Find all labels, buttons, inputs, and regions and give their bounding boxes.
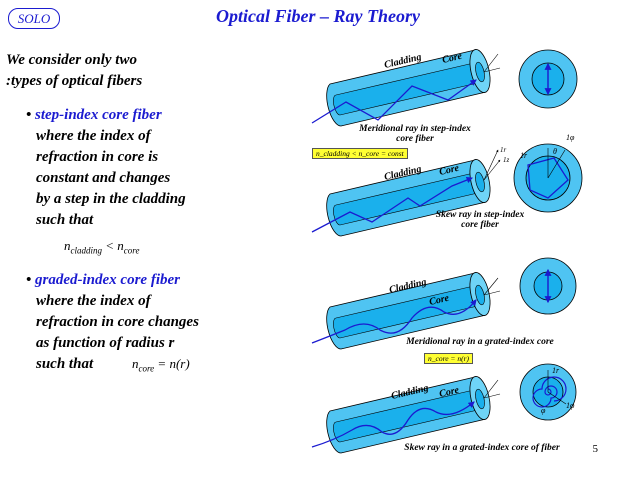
page-title: Optical Fiber – Ray Theory [216,6,420,26]
cross-section-2: θ 1φ 1r [513,133,583,213]
core-label: Core [428,293,451,308]
step-index-line: where the index of [36,128,151,144]
graded-index-line: as function of radius r [36,335,175,351]
bullet-dot: • [26,272,32,288]
graded-index-bullet: • graded-index core fiber where the inde… [26,270,199,375]
cross-section-1 [518,49,578,109]
step-index-line: such that [36,212,94,228]
index-condition-box-1: n_cladding < n_core = const [312,148,408,159]
core-label: Core [438,385,461,400]
intro-text: We consider only two :types of optical f… [6,50,142,92]
graded-index-formula: ncore = n(r) [132,356,190,374]
step-index-line: refraction in core is [36,149,159,165]
fiber-1-meridional-step: Cladding Core [311,49,501,127]
step-index-formula: ncladding < ncore [64,238,140,256]
axis-label: 1z [503,156,510,164]
index-condition-box-2: n_core = n(r) [424,353,474,364]
axis-label: 1r [500,146,507,154]
step-index-heading: step-index core fiber [35,107,162,123]
axis-label: 1r [520,151,528,160]
fiber-3-meridional-graded: Cladding Core [311,272,501,350]
intro-line-2: :types of optical fibers [6,73,143,89]
caption-meridional-graded: Meridional ray in a grated-index core [406,337,554,347]
bullet-dot: • [26,107,32,123]
axis-label: 1φ [566,401,575,410]
axis-label: 1φ [566,133,575,142]
graded-index-heading: graded-index core fiber [35,272,180,288]
solo-logo: SOLO [8,8,60,29]
fiber-4-skew-graded: Cladding Core [311,376,501,454]
caption-skew-step: Skew ray in step-index core fiber [435,210,525,230]
axis-label: 1r [552,366,560,375]
graded-index-line: such that [36,356,94,372]
graded-index-line: where the index of [36,293,151,309]
caption-meridional-step: Meridional ray in step-index core fiber [359,124,471,144]
core-label: Core [438,163,461,178]
cross-section-3 [519,257,577,315]
axis-label: φ [541,406,546,415]
theta-label: θ [553,147,557,156]
core-label: Core [441,51,464,66]
page-number: 5 [592,443,599,455]
caption-skew-graded: Skew ray in a grated-index core of fiber [404,443,560,453]
intro-line-1: We consider only two [6,52,137,68]
cross-section-4: 1r 1φ φ [519,363,577,421]
step-index-line: by a step in the cladding [36,191,186,207]
step-index-bullet: • step-index core fiber where the index … [26,105,186,231]
step-index-line: constant and changes [36,170,171,186]
graded-index-line: refraction in core changes [36,314,199,330]
